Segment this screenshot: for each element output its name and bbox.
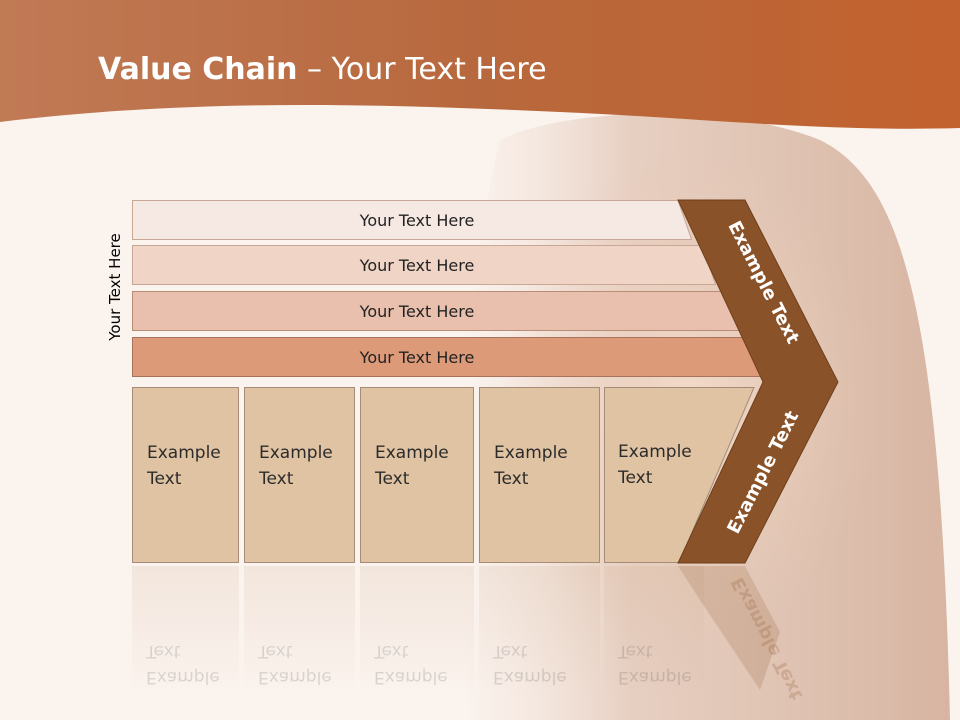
box-label: Example Text: [375, 443, 449, 489]
row-shape: [132, 200, 692, 240]
box-label: Example Text: [494, 443, 568, 489]
activity-box-2[interactable]: Example Text: [244, 387, 355, 563]
slide-title: Value Chain – Your Text Here: [98, 52, 547, 87]
row-label: Your Text Here: [359, 301, 475, 321]
activity-box-3[interactable]: Example Text: [360, 387, 474, 563]
box-label: Example Text: [259, 443, 333, 489]
row-shape: [132, 245, 716, 285]
header-band: [0, 0, 960, 129]
activity-box-5[interactable]: Example Text: [604, 387, 704, 563]
box-label: Example Text: [618, 442, 692, 488]
activity-box-4[interactable]: Example Text: [479, 387, 600, 563]
value-row-2[interactable]: Your Text Here: [132, 245, 716, 285]
activity-box-1[interactable]: Example Text: [132, 387, 239, 563]
row-label: Your Text Here: [359, 210, 475, 230]
box-label: Example Text: [147, 443, 221, 489]
row-label: Your Text Here: [359, 347, 475, 367]
row-label: Your Text Here: [359, 255, 475, 275]
value-row-1[interactable]: Your Text Here: [132, 200, 692, 240]
